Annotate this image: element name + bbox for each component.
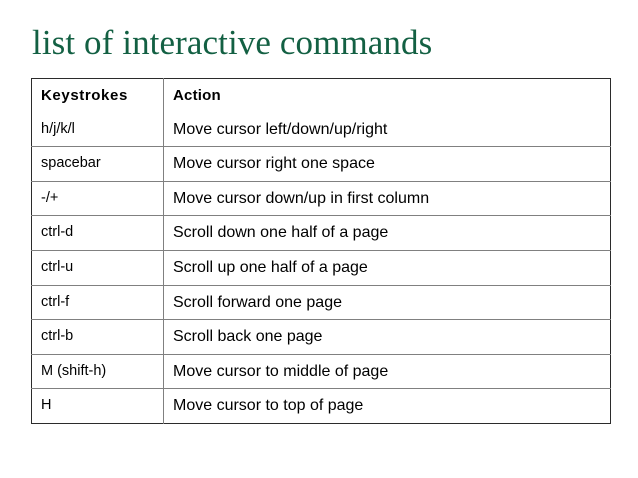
cell-action: Move cursor to top of page bbox=[173, 397, 364, 415]
table-row: ctrl-d Scroll down one half of a page bbox=[31, 215, 611, 251]
page-title: list of interactive commands bbox=[32, 23, 433, 62]
cell-action: Move cursor right one space bbox=[163, 146, 611, 182]
cell-keystrokes: H bbox=[31, 388, 164, 424]
cell-keystrokes: ctrl-f bbox=[31, 285, 164, 321]
cell-keystrokes: ctrl-u bbox=[31, 250, 164, 286]
cell-action: Move cursor down/up in first column bbox=[163, 181, 611, 217]
table-row: spacebar Move cursor right one space bbox=[31, 146, 611, 182]
table-row: M (shift-h) Move cursor to middle of pag… bbox=[31, 354, 611, 390]
column-header-keystrokes: Keystrokes bbox=[31, 78, 164, 113]
cell-action: Scroll up one half of a page bbox=[163, 250, 611, 286]
table-header: Keystrokes Action bbox=[31, 78, 611, 113]
cell-keystrokes: M (shift-h) bbox=[31, 354, 164, 390]
cell-keystrokes: -/+ bbox=[31, 181, 164, 217]
table-row: H Move cursor to top of page bbox=[31, 388, 611, 424]
interactive-commands-table: Keystrokes Action h/j/k/l Move cursor le… bbox=[31, 78, 611, 424]
table-row: ctrl-f Scroll forward one page bbox=[31, 285, 611, 321]
table-row: ctrl-u Scroll up one half of a page bbox=[31, 250, 611, 286]
cell-action: Scroll forward one page bbox=[163, 285, 611, 321]
table-body: h/j/k/l Move cursor left/down/up/right s… bbox=[31, 112, 611, 424]
table-header-row: Keystrokes Action bbox=[31, 78, 611, 113]
cell-keystrokes: spacebar bbox=[31, 146, 164, 182]
cell-keystrokes: h/j/k/l bbox=[31, 112, 164, 148]
cell-action: Move cursor left/down/up/right bbox=[163, 112, 611, 148]
cell-action: Move cursor to middle of page bbox=[163, 354, 611, 390]
cell-action: Scroll down one half of a page bbox=[163, 215, 611, 251]
table-row: -/+ Move cursor down/up in first column bbox=[31, 181, 611, 217]
table-row: ctrl-b Scroll back one page bbox=[31, 319, 611, 355]
table-row: h/j/k/l Move cursor left/down/up/right bbox=[31, 112, 611, 148]
cell-action: Scroll back one page bbox=[163, 319, 611, 355]
column-header-action: Action bbox=[173, 87, 221, 104]
cell-keystrokes: ctrl-b bbox=[31, 319, 164, 355]
cell-keystrokes: ctrl-d bbox=[31, 215, 164, 251]
